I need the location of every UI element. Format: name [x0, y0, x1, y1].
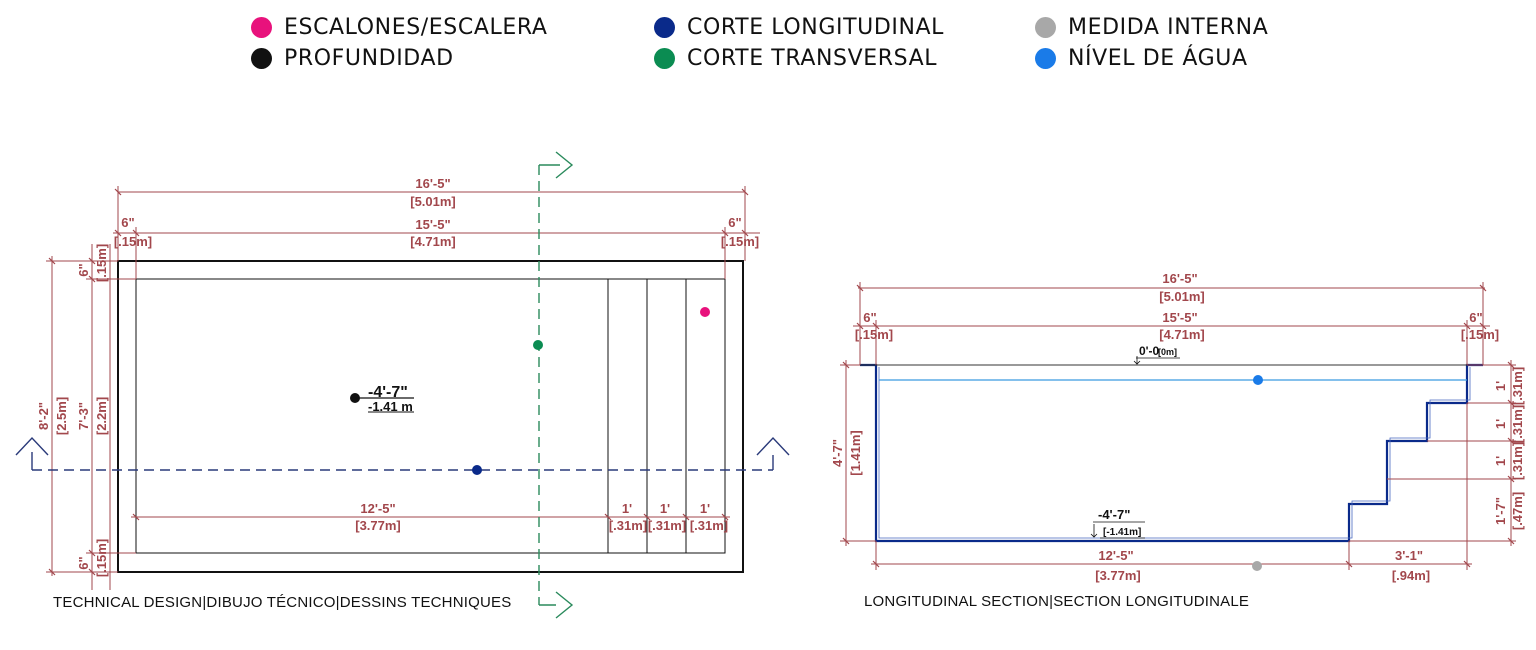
pool-outer-outline: [117, 260, 744, 573]
plan-step-m: [.31m]: [648, 518, 686, 533]
step-rise-m: [.31m]: [1510, 442, 1525, 480]
legend-item-internal: MEDIDA INTERNA: [1035, 15, 1268, 40]
section-depth-m: [1.41m]: [848, 430, 863, 476]
step-rise-ft: 1': [1493, 381, 1508, 391]
floor-level-m: [-1.41m]: [1103, 527, 1141, 538]
legend-label: CORTE TRANSVERSAL: [687, 46, 938, 71]
section-inner-length-m: [4.71m]: [1159, 327, 1205, 342]
plan-wall-right-m: [.15m]: [721, 234, 759, 249]
plan-depth-label-m: -1.41 m: [368, 399, 413, 414]
internal-marker: [1252, 561, 1262, 571]
plan-inner-length-ft: 15'-5": [415, 217, 450, 232]
section-wall-right-m: [.15m]: [1461, 327, 1499, 342]
section-arrow-icon: [555, 151, 574, 179]
legend-label: NÍVEL DE ÁGUA: [1068, 46, 1248, 71]
section-arrow-icon: [756, 436, 790, 456]
transversal-marker-icon: [654, 48, 675, 69]
pool-shell-outline: [860, 363, 1483, 543]
plan-wall-bottom-m: [.15m]: [94, 539, 109, 577]
step-rise-ft: 1': [1493, 419, 1508, 429]
legend-label: PROFUNDIDAD: [284, 46, 454, 71]
top-level-ft: 0'-0: [1139, 344, 1160, 358]
step-rise-m: [.47m]: [1510, 492, 1525, 530]
plan-floor-length-ft: 12'-5": [360, 501, 395, 516]
section-wall-left-m: [.15m]: [855, 327, 893, 342]
section-step-run-ft: 3'-1": [1395, 548, 1423, 563]
plan-inner-length-m: [4.71m]: [410, 234, 456, 249]
depth-marker-icon: [251, 48, 272, 69]
legend-item-depth: PROFUNDIDAD: [251, 46, 454, 71]
section-step-rise-dimensions: [1349, 360, 1516, 546]
level-arrow-icon: [1133, 356, 1141, 365]
section-arrow-icon: [15, 436, 49, 456]
pool-inner-outline: [135, 278, 726, 554]
section-depth-ft: 4'-7": [830, 439, 845, 467]
internal-marker-icon: [1035, 17, 1056, 38]
legend-item-longitudinal: CORTE LONGITUDINAL: [654, 15, 944, 40]
plan-depth-label-ft: -4'-7": [368, 384, 408, 401]
plan-step-ft: 1': [700, 501, 710, 516]
longitudinal-marker-icon: [654, 17, 675, 38]
plan-inner-width-ft: 7'-3": [76, 402, 91, 430]
steps-marker: [700, 307, 710, 317]
plan-floor-length-m: [3.77m]: [355, 518, 401, 533]
section-inner-length-ft: 15'-5": [1162, 310, 1197, 325]
section-wall-left-ft: 6": [863, 310, 876, 325]
plan-view: 16'-5" [5.01m] 15'-5" [4.71m] 6" [.15m] …: [15, 151, 790, 619]
section-floor-length-m: [3.77m]: [1095, 568, 1141, 583]
plan-wall-top-m: [.15m]: [94, 244, 109, 282]
step-rise-m: [.31m]: [1510, 367, 1525, 405]
plan-left-dimensions: [46, 244, 136, 590]
plan-inner-width-m: [2.2m]: [94, 397, 109, 435]
legend-label: CORTE LONGITUDINAL: [687, 15, 945, 40]
floor-level-ft: -4'-7": [1098, 507, 1130, 522]
plan-caption: TECHNICAL DESIGN|DIBUJO TÉCNICO|DESSINS …: [53, 594, 511, 611]
plan-overall-width-m: [2.5m]: [54, 397, 69, 435]
plan-overall-length-ft: 16'-5": [415, 176, 450, 191]
plan-step-ft: 1': [660, 501, 670, 516]
plan-wall-bottom-ft: 6": [76, 556, 91, 569]
section-overall-length-m: [5.01m]: [1159, 289, 1205, 304]
legend-label: ESCALONES/ESCALERA: [284, 15, 548, 40]
plan-step-ft: 1': [622, 501, 632, 516]
top-level-m: [0m]: [1158, 347, 1177, 357]
section-bottom-dimensions: [871, 403, 1472, 570]
plan-wall-top-ft: 6": [76, 263, 91, 276]
section-view: 16'-5" [5.01m] 15'-5" [4.71m] 6" [.15m] …: [830, 271, 1525, 610]
section-caption: LONGITUDINAL SECTION|SECTION LONGITUDINA…: [864, 593, 1249, 610]
transversal-cut-line: [538, 151, 574, 619]
legend-item-steps: ESCALONES/ESCALERA: [251, 15, 547, 40]
step-rise-ft: 1'-7": [1493, 497, 1508, 525]
longitudinal-cut-line: [15, 436, 790, 471]
plan-step-m: [.31m]: [609, 518, 647, 533]
section-top-dimensions: [853, 282, 1490, 365]
plan-wall-left-ft: 6": [121, 215, 134, 230]
longitudinal-marker: [472, 465, 482, 475]
section-overall-length-ft: 16'-5": [1162, 271, 1197, 286]
legend-item-water: NÍVEL DE ÁGUA: [1035, 46, 1248, 71]
steps-marker-icon: [251, 17, 272, 38]
transversal-marker: [533, 340, 543, 350]
plan-wall-left-m: [.15m]: [114, 234, 152, 249]
section-arrow-icon: [555, 591, 574, 619]
plan-overall-length-m: [5.01m]: [410, 194, 456, 209]
step-rise-ft: 1': [1493, 456, 1508, 466]
plan-wall-right-ft: 6": [728, 215, 741, 230]
water-marker: [1253, 375, 1263, 385]
plan-step-m: [.31m]: [690, 518, 728, 533]
section-step-run-m: [.94m]: [1392, 568, 1430, 583]
section-wall-right-ft: 6": [1469, 310, 1482, 325]
step-rise-m: [.31m]: [1510, 405, 1525, 443]
section-floor-length-ft: 12'-5": [1098, 548, 1133, 563]
legend-label: MEDIDA INTERNA: [1068, 15, 1269, 40]
level-arrow-icon: [1090, 524, 1098, 538]
plan-overall-width-ft: 8'-2": [36, 402, 51, 430]
legend-item-transversal: CORTE TRANSVERSAL: [654, 46, 937, 71]
water-marker-icon: [1035, 48, 1056, 69]
pool-shell-inner-line: [878, 367, 1471, 539]
plan-top-dimensions: [113, 186, 760, 279]
legend: ESCALONES/ESCALERA CORTE LONGITUDINAL ME…: [0, 0, 1536, 90]
